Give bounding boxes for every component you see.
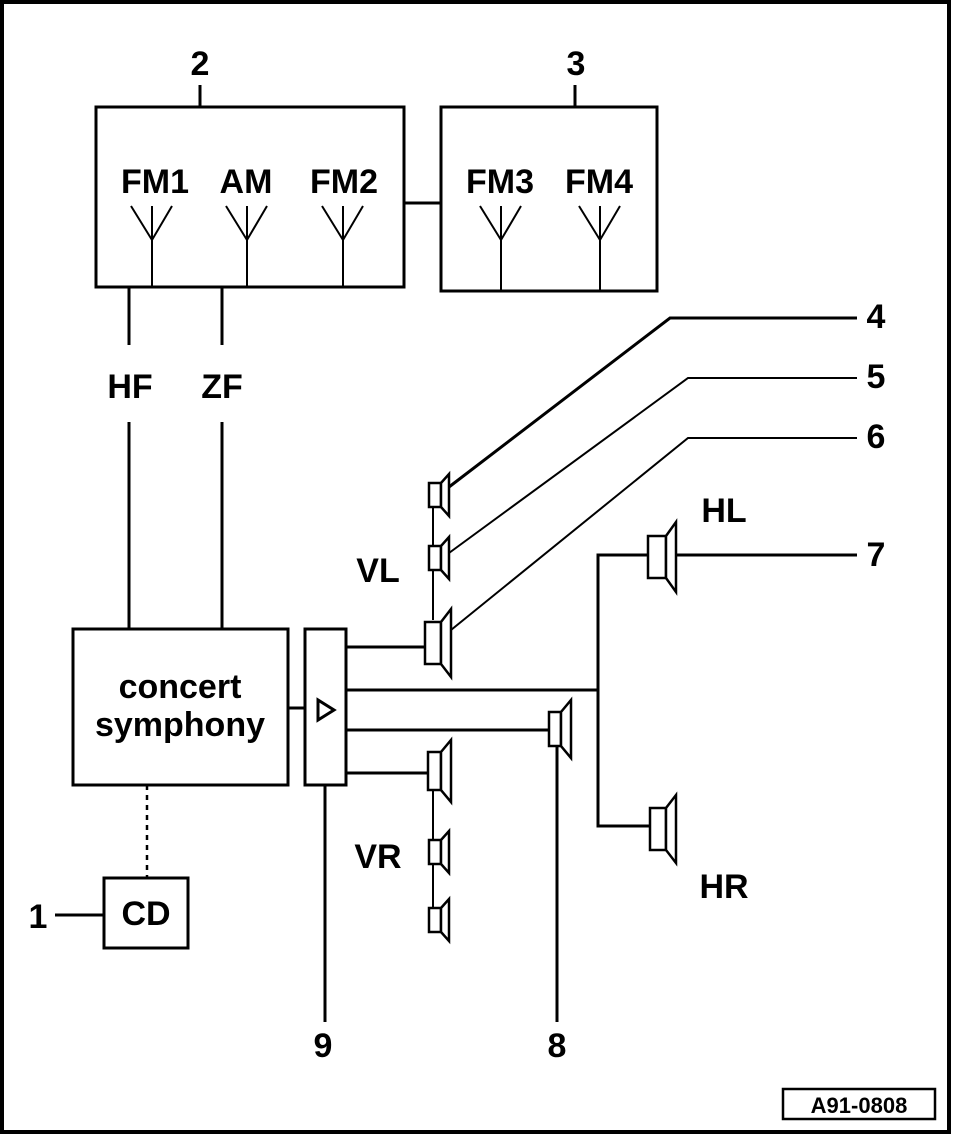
radio-unit: concert symphony	[71, 627, 290, 787]
antenna-icon	[130, 205, 173, 287]
antenna-module-3: 3 FM3 FM4	[439, 45, 659, 293]
amplifier	[303, 627, 348, 787]
antenna-icon	[321, 205, 364, 287]
callout-8: 8	[548, 1027, 567, 1065]
figure-id-box: A91-0808	[781, 1087, 937, 1121]
callout-6: 6	[867, 418, 886, 456]
speaker-icon	[427, 895, 451, 945]
speaker-icon	[423, 605, 453, 681]
antenna-label-fm2: FM2	[310, 163, 378, 201]
radio-label-line1: concert	[119, 668, 242, 706]
antenna-icon	[225, 205, 268, 287]
antenna-icon	[479, 205, 522, 291]
antenna-label-fm4: FM4	[565, 163, 633, 201]
callout-2: 2	[191, 45, 210, 83]
speaker-icon	[426, 736, 453, 806]
antenna-label-fm3: FM3	[466, 163, 534, 201]
speaker-hr	[648, 791, 678, 867]
rear-bus-line	[596, 553, 650, 828]
antenna-label-am: AM	[220, 163, 273, 201]
radio-label-line2: symphony	[95, 706, 265, 744]
cd-changer: CD	[102, 876, 190, 950]
callout-9: 9	[314, 1027, 333, 1065]
speaker-hl	[646, 518, 678, 596]
callout-5-leader	[448, 377, 857, 554]
callout-5: 5	[867, 358, 886, 396]
callout-1: 1	[29, 898, 48, 936]
callout-4-leader	[448, 316, 857, 489]
speaker-center	[547, 696, 573, 762]
amplifier-triangle-icon	[316, 697, 337, 723]
speaker-icon	[427, 827, 451, 877]
speaker-label-hl: HL	[701, 492, 746, 530]
callout-7: 7	[867, 536, 886, 574]
callout-3: 3	[567, 45, 586, 83]
callout-6-leader	[450, 437, 857, 631]
speaker-label-vr: VR	[354, 838, 401, 876]
speaker-icon	[427, 533, 451, 583]
cd-label: CD	[121, 895, 170, 933]
figure-id: A91-0808	[811, 1093, 908, 1118]
speaker-icon	[427, 470, 451, 520]
signal-label-zf: ZF	[201, 368, 243, 406]
signal-label-hf: HF	[107, 368, 152, 406]
antenna-label-fm1: FM1	[121, 163, 189, 201]
antenna-module-2: 2 FM1 AM FM2	[94, 45, 406, 289]
speaker-group-vl: VL	[356, 470, 453, 681]
speaker-label-vl: VL	[356, 552, 399, 590]
speaker-group-vr: VR	[354, 736, 453, 945]
antenna-icon	[578, 205, 621, 291]
speaker-label-hr: HR	[699, 868, 748, 906]
callout-4: 4	[867, 298, 886, 336]
